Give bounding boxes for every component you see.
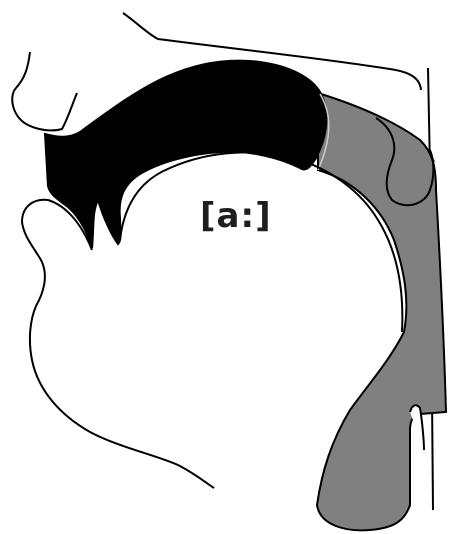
pharynx-region — [317, 93, 446, 530]
phoneme-label: [a:] — [200, 196, 272, 236]
upper-lip-outline — [12, 52, 77, 130]
oral-cavity-region — [45, 61, 326, 248]
